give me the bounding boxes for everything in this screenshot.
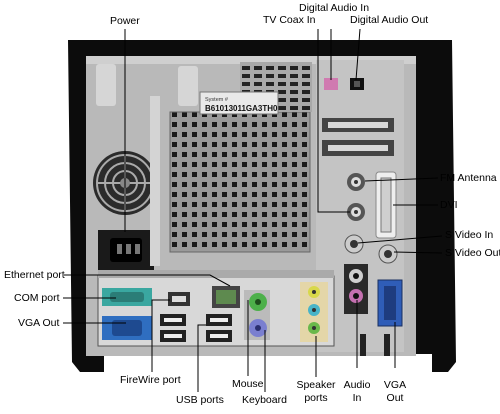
label-s-video-out: S Video Out <box>445 247 500 259</box>
label-audio-in-line1: Audio <box>343 379 371 391</box>
label-mouse: Mouse <box>232 378 264 390</box>
sticker-line2: B61013011GA3TH0 <box>205 104 278 113</box>
audio-in-jack-1 <box>353 273 359 279</box>
label-vga-out-left: VGA Out <box>18 317 60 329</box>
label-vga-out-right-line1: VGA <box>383 379 407 391</box>
vga-out-right-port <box>377 279 403 327</box>
label-com-port: COM port <box>14 292 60 304</box>
fm-antenna-port <box>347 173 365 191</box>
label-power: Power <box>110 15 140 27</box>
label-speaker-ports-line1: Speaker <box>296 379 336 391</box>
s-video-out-port <box>378 244 398 264</box>
vent-grid <box>170 112 310 252</box>
system-sticker <box>199 91 279 115</box>
s-video-in-port <box>344 234 364 254</box>
label-ethernet-port: Ethernet port <box>4 269 65 281</box>
label-fm-antenna: FM Antenna <box>440 172 497 184</box>
label-dvi: DVI <box>440 199 458 211</box>
tv-coax-port <box>347 203 365 221</box>
label-digital-audio-out: Digital Audio Out <box>350 14 429 26</box>
label-s-video-in: S Video In <box>445 229 494 241</box>
usb-connectors <box>160 314 232 342</box>
digital-audio-in-port <box>324 78 338 90</box>
label-keyboard: Keyboard <box>242 394 287 406</box>
label-vga-out-right-line2: Out <box>386 392 404 404</box>
label-usb-ports: USB ports <box>176 394 224 406</box>
label-tv-coax-in: TV Coax In <box>263 14 316 26</box>
label-digital-audio-in: Digital Audio In <box>299 2 370 14</box>
sticker-line1: System # <box>205 97 229 103</box>
label-speaker-ports-line2: ports <box>304 392 328 404</box>
label-firewire-port: FireWire port <box>120 374 181 386</box>
power-socket <box>98 230 154 270</box>
audio-in-jack-2 <box>353 293 359 299</box>
leader-lines <box>63 28 443 392</box>
label-audio-in-line2: In <box>352 392 362 404</box>
